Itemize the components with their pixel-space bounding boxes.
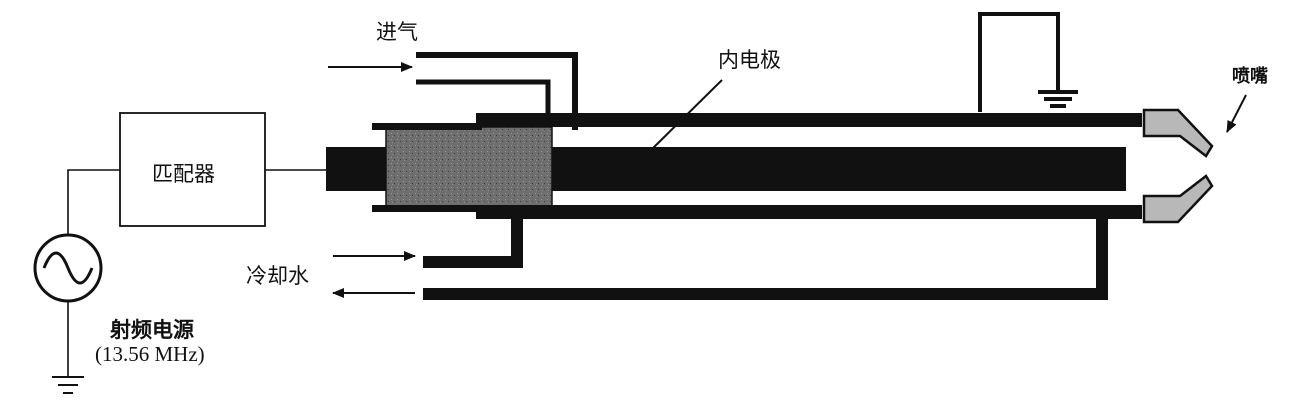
nozzle-upper <box>1142 108 1214 158</box>
ground-icon <box>1038 90 1078 108</box>
inner-electrode-label: 内电极 <box>718 48 781 72</box>
nozzle-arrow <box>1226 94 1247 133</box>
inner-electrode-pointer <box>647 79 723 154</box>
nozzle-lower <box>1142 174 1214 224</box>
gas-inlet-pipe-outer <box>416 52 578 130</box>
cooling-water-label: 冷却水 <box>246 264 309 288</box>
dielectric-block <box>385 126 553 208</box>
gas-inlet-pipe-inner <box>416 79 551 118</box>
nozzle-label: 喷嘴 <box>1232 66 1268 87</box>
inlet-sleeve-top <box>372 123 482 130</box>
rf-source-label: 射频电源 <box>110 318 194 342</box>
ground-icon <box>52 376 84 394</box>
rf-frequency-label: (13.56 MHz) <box>95 342 205 366</box>
cooling-water-outlet-pipe <box>423 216 1108 300</box>
gas-inlet-label: 进气 <box>376 20 418 44</box>
matcher-label: 匹配器 <box>152 162 215 186</box>
outer-electrode-ground-wire <box>978 12 1060 112</box>
matcher-box <box>119 112 266 227</box>
inlet-sleeve-bottom <box>372 205 482 212</box>
outer-electrode-top <box>476 113 1142 127</box>
cooling-water-inlet-pipe <box>423 218 523 268</box>
outer-electrode-bottom <box>476 205 1142 219</box>
rf-wire-to-matcher <box>67 169 120 235</box>
rf-source-icon <box>33 233 103 303</box>
